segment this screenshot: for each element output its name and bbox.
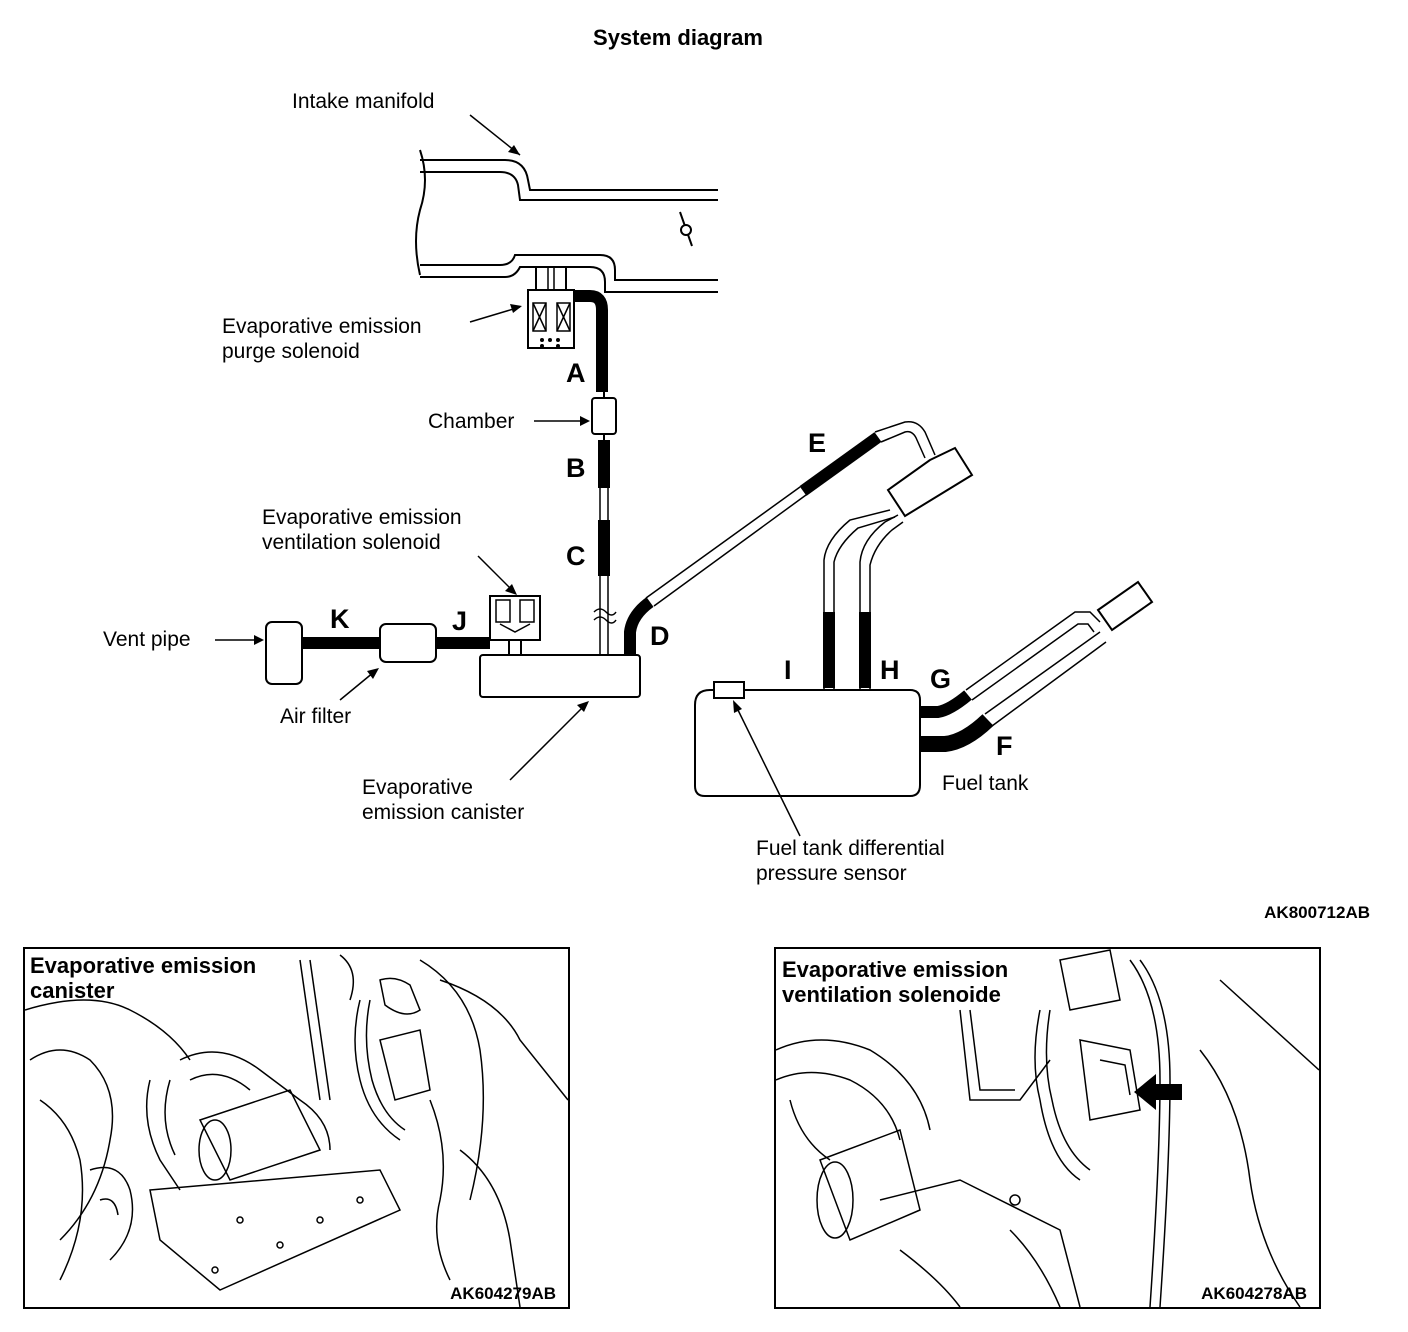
solenoid-photo-panel: Evaporative emission ventilation solenoi…	[774, 947, 1321, 1309]
vent-solenoid-label-1: Evaporative emission	[262, 506, 462, 529]
panel-1-code: AK604279AB	[450, 1284, 556, 1303]
intake-manifold-label: Intake manifold	[292, 90, 434, 113]
intake-manifold	[415, 149, 718, 293]
hose-e	[799, 432, 882, 496]
hose-a	[574, 290, 608, 392]
sensor-label-2: pressure sensor	[756, 862, 907, 885]
diagram-code: AK800712AB	[1264, 903, 1370, 922]
hose-f	[920, 714, 994, 752]
purge-solenoid-label-1: Evaporative emission	[222, 315, 422, 338]
panel-1-title-2: canister	[30, 978, 115, 1003]
hose-d	[624, 597, 654, 655]
panel-1-title-1: Evaporative emission	[30, 953, 256, 978]
hose-letter-a: A	[566, 358, 586, 388]
hose-letter-d: D	[650, 621, 670, 651]
hose-g	[920, 690, 972, 718]
hose-letter-k: K	[330, 604, 350, 634]
air-filter	[379, 623, 437, 663]
diagram-title: System diagram	[593, 25, 763, 50]
canister-photo-panel: Evaporative emission canister AK604279AB	[23, 947, 570, 1309]
vent-solenoid-label-2: ventilation solenoid	[262, 531, 441, 554]
ventilation-solenoid	[489, 595, 541, 656]
hose-letter-e: E	[808, 428, 826, 458]
pointer-arrow-icon	[1134, 1074, 1182, 1110]
panel-2-title-1: Evaporative emission	[782, 957, 1008, 982]
pressure-sensor	[713, 681, 745, 699]
purge-solenoid-label-2: purge solenoid	[222, 340, 360, 363]
panel-2-code: AK604278AB	[1201, 1284, 1307, 1303]
throttle-icon	[679, 211, 693, 247]
sensor-label-1: Fuel tank differential	[756, 837, 945, 860]
vent-pipe	[265, 621, 303, 685]
chamber	[591, 397, 617, 435]
hose-letter-f: F	[996, 731, 1013, 761]
hose-letter-g: G	[930, 664, 951, 694]
air-filter-label: Air filter	[280, 705, 351, 728]
canister	[479, 654, 641, 698]
purge-solenoid	[527, 268, 575, 349]
hose-letter-j: J	[452, 606, 467, 636]
canister-label-1: Evaporative	[362, 776, 473, 799]
hose-letter-i: I	[784, 655, 792, 685]
fuel-tank	[694, 689, 921, 797]
hose-letter-b: B	[566, 453, 586, 483]
chamber-label: Chamber	[428, 410, 514, 433]
fuel-tank-label: Fuel tank	[942, 772, 1029, 795]
canister-label-2: emission canister	[362, 801, 524, 824]
panel-2-title-2: ventilation solenoide	[782, 982, 1001, 1007]
hose-letter-c: C	[566, 541, 586, 571]
hose-letter-h: H	[880, 655, 900, 685]
vent-pipe-label: Vent pipe	[103, 628, 191, 651]
